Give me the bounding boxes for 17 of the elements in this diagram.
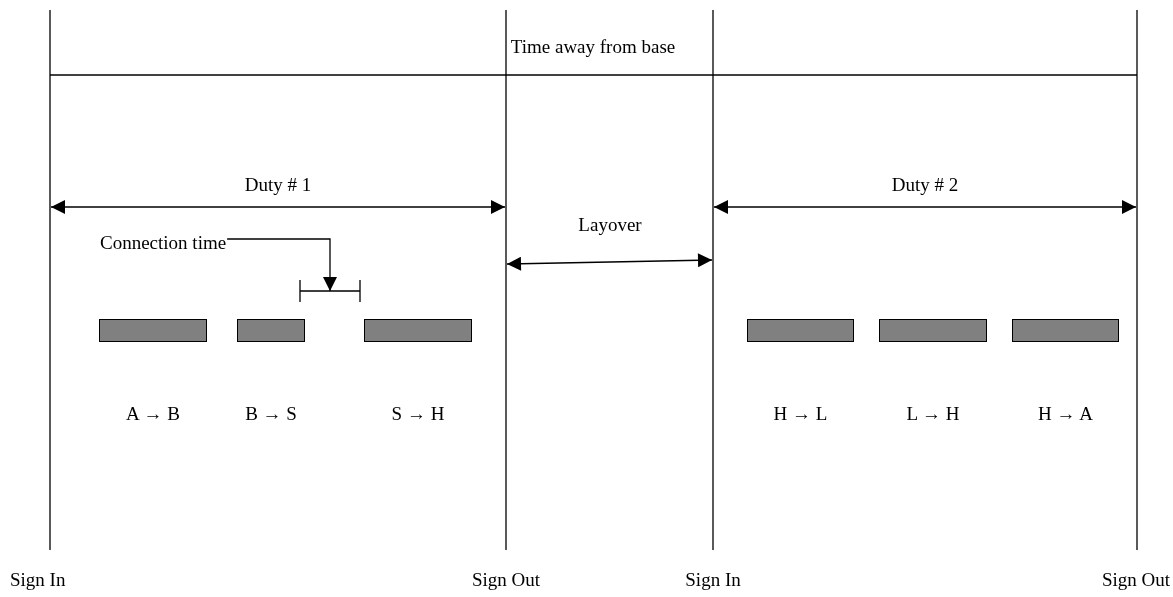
event-label: Sign Out (1101, 569, 1170, 591)
route-label: B → S (245, 403, 297, 425)
route-label: S → H (391, 403, 445, 425)
dimension-label: Layover (578, 214, 642, 236)
route-label: L → H (906, 403, 960, 425)
event-label: Sign Out (471, 569, 541, 591)
dimension-label: Duty # 1 (244, 174, 312, 196)
heading-label: Time away from base (510, 36, 676, 58)
leader-line (226, 238, 337, 292)
event-label: Sign In (685, 569, 741, 591)
route-label: H → A (1038, 403, 1093, 425)
event-label: Sign In (10, 569, 66, 591)
route-label: A → B (126, 403, 180, 425)
route-label: H → L (773, 403, 828, 425)
callout-label: Connection time (100, 232, 227, 254)
dimension-label: Duty # 2 (891, 174, 959, 196)
dimension-bracket (299, 279, 361, 303)
